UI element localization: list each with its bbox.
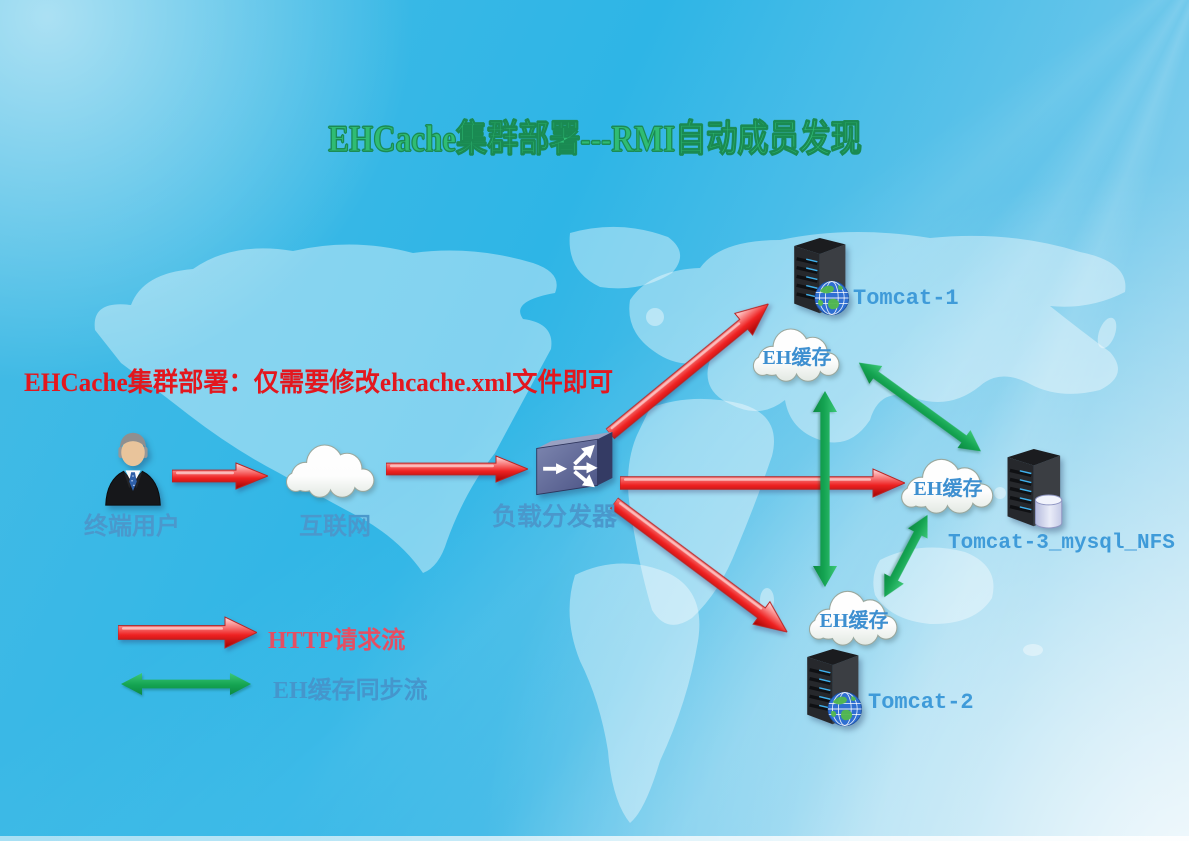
tomcat1-label: Tomcat-1 (853, 286, 959, 311)
deployment-note: EHCache集群部署：仅需要修改ehcache.xml文件即可 (24, 368, 614, 397)
http-arrow-lb-to-tomcat1 (600, 292, 777, 445)
eh-cache-label: EH缓存 (762, 346, 832, 369)
sync-arrow-cache1-cache2 (812, 390, 838, 588)
legend-http-arrow (117, 616, 259, 649)
http-arrow-internet-to-lb (385, 455, 530, 483)
http-arrow-lb-to-tomcat2 (605, 491, 796, 644)
globe-icon (814, 280, 850, 316)
http-arrow-lb-to-tomcat3 (619, 468, 907, 498)
database-icon (1034, 494, 1063, 529)
tomcat3-label: Tomcat-3_mysql_NFS (948, 532, 1175, 555)
load-balancer-label: 负载分发器 (492, 504, 618, 531)
legend-sync-label: EH缓存同步流 (273, 678, 428, 704)
page-title: EHCache集群部署---RMI自动成员发现 (327, 119, 862, 161)
sync-arrow-cache1-cache3 (851, 352, 989, 461)
tomcat1-server-icon (783, 230, 855, 318)
end-user-label: 终端用户 (84, 514, 180, 540)
end-user-icon (100, 428, 166, 508)
tomcat3-server-icon (996, 440, 1070, 532)
sync-arrow-cache3-cache2 (873, 508, 938, 603)
globe-icon (827, 691, 863, 727)
eh-cache-cloud-tomcat3: EH缓存 (898, 448, 998, 516)
legend-sync-arrow (120, 672, 252, 696)
tomcat2-server-icon (796, 640, 868, 730)
tomcat2-label: Tomcat-2 (868, 690, 974, 715)
load-balancer-icon (531, 429, 619, 502)
slide-bottom-edge (0, 836, 1189, 841)
eh-cache-cloud-tomcat1: EH缓存 (750, 318, 844, 384)
eh-cache-label: EH缓存 (913, 477, 983, 500)
eh-cache-cloud-tomcat2: EH缓存 (806, 580, 902, 648)
legend-http-label: HTTP请求流 (268, 628, 406, 654)
eh-cache-label: EH缓存 (819, 609, 889, 632)
internet-label: 互联网 (299, 514, 371, 540)
http-arrow-user-to-internet (171, 462, 270, 490)
internet-cloud-icon (283, 434, 379, 500)
